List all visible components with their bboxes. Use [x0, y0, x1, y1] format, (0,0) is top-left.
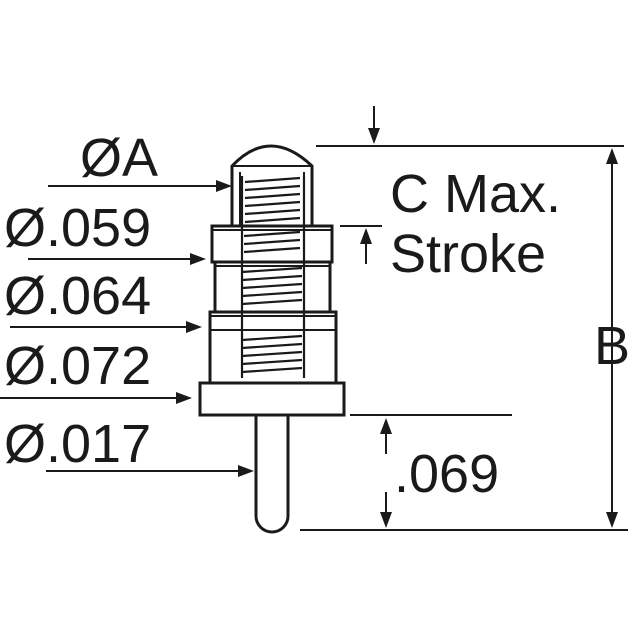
base-flange [198, 381, 346, 417]
label-c-max: C Max. [390, 164, 561, 224]
spring-coils [240, 176, 306, 378]
leader-arrows [0, 180, 254, 477]
label-dia-017: Ø.017 [4, 414, 151, 474]
spring-pin-body [198, 144, 346, 534]
label-b: B [594, 316, 630, 376]
dimension-lines [300, 106, 628, 531]
barrel-072 [208, 310, 338, 385]
barrel-059 [210, 224, 334, 264]
label-dia-072: Ø.072 [4, 336, 151, 396]
label-dia-059: Ø.059 [4, 198, 151, 258]
label-stroke: Stroke [390, 224, 546, 284]
tail-pin [254, 412, 290, 534]
label-dia-064: Ø.064 [4, 266, 151, 326]
label-tail-069: .069 [394, 444, 499, 504]
label-dia-a: ØA [80, 128, 158, 188]
